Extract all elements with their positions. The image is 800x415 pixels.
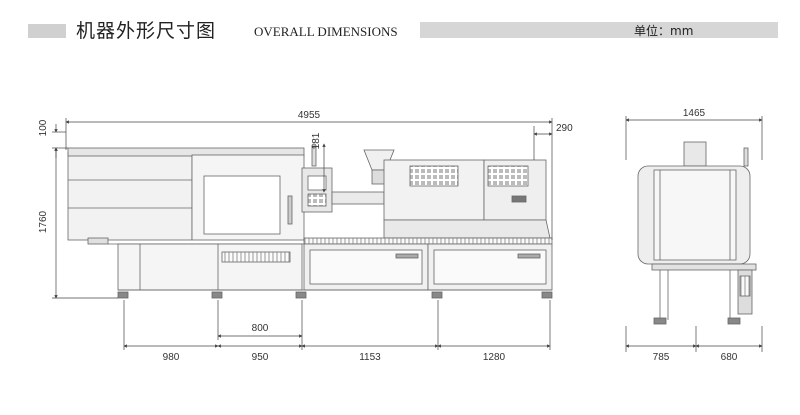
title-chinese: 机器外形尺寸图 <box>76 20 217 42</box>
header-unit-bar <box>420 22 778 38</box>
guard-window <box>203 175 281 235</box>
foot <box>431 291 443 299</box>
dim-181: 181 <box>311 132 322 149</box>
foot <box>117 291 129 299</box>
title-english: OVERALL DIMENSIONS <box>254 24 398 39</box>
dim-800: 800 <box>252 323 269 334</box>
dim-overall-length: 4955 <box>298 110 321 121</box>
dim-1153: 1153 <box>359 352 381 363</box>
dim-1760: 1760 <box>38 210 49 233</box>
clamp-unit <box>67 151 193 241</box>
barrel <box>331 191 385 205</box>
foot <box>653 317 667 325</box>
dimension-lines <box>52 116 763 352</box>
side-view <box>637 141 757 325</box>
base-frame-left <box>117 243 303 291</box>
dim-950: 950 <box>252 352 269 363</box>
side-hopper <box>683 141 707 167</box>
dim-1465: 1465 <box>683 108 706 119</box>
foot <box>541 291 553 299</box>
dim-290: 290 <box>556 123 573 134</box>
foot <box>295 291 307 299</box>
foot <box>727 317 741 325</box>
front-view <box>67 143 553 299</box>
dim-980: 980 <box>163 352 180 363</box>
foot <box>211 291 223 299</box>
dim-680: 680 <box>721 352 738 363</box>
unit-label: 单位：mm <box>634 24 694 38</box>
dim-1280: 1280 <box>483 352 506 363</box>
header-accent-bar <box>28 24 66 38</box>
dim-785: 785 <box>653 352 670 363</box>
dim-100: 100 <box>38 119 49 136</box>
base-rail <box>303 237 553 245</box>
